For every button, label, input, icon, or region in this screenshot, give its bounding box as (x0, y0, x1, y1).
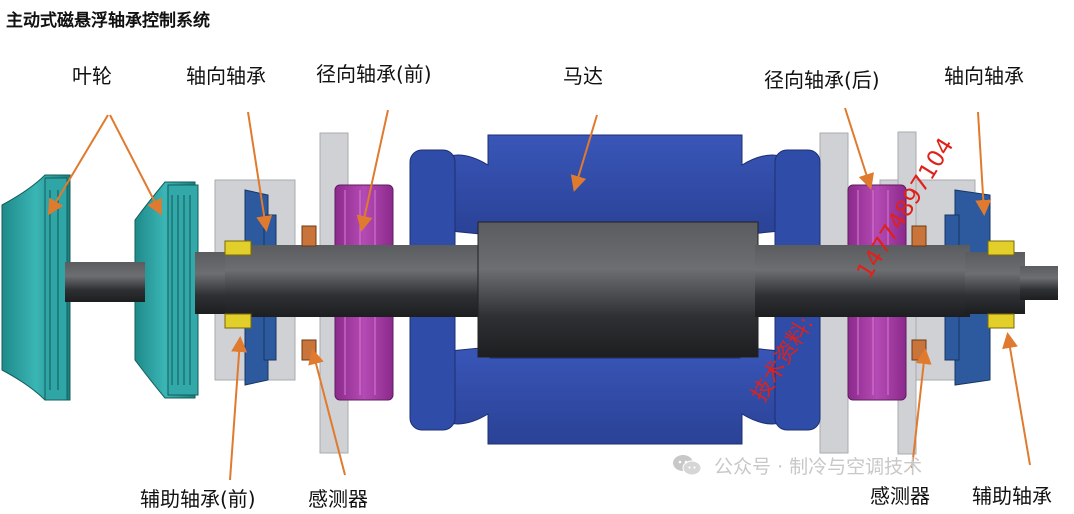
aux-bearing-bodies (224, 240, 1015, 329)
label-radial-bearing-front: 径向轴承(前) (316, 62, 432, 86)
wechat-icon (672, 453, 702, 482)
sensor-front-arrow (308, 348, 346, 476)
sensor-rear-arrow (911, 348, 932, 469)
label-axial-bearing-front: 轴向轴承 (186, 64, 266, 88)
label-radial-bearing-rear: 径向轴承(后) (764, 68, 880, 92)
aux-front-arrow (229, 336, 248, 481)
label-aux-bearing-rear: 辅助轴承 (972, 484, 1052, 508)
impeller-body (1, 174, 199, 401)
radial-front-arrow (356, 109, 389, 232)
footer-watermark: 公众号 · 制冷与空调技术 (672, 452, 922, 482)
axial-rear-arrow (975, 111, 992, 216)
label-aux-bearing-front: 辅助轴承(前) (140, 487, 256, 511)
impeller-arrow-1 (47, 114, 109, 216)
radial-rear-arrow (844, 107, 874, 190)
aux-rear-arrow (1002, 332, 1031, 466)
impeller-arrow-2 (109, 114, 162, 216)
footer-text: 公众号 · 制冷与空调技术 (714, 456, 923, 478)
label-sensor-rear: 感测器 (870, 484, 930, 508)
label-motor: 马达 (563, 64, 603, 88)
label-axial-bearing-rear: 轴向轴承 (944, 64, 1024, 88)
label-sensor-front: 感测器 (308, 487, 368, 511)
motor-arrow (570, 114, 598, 192)
diagram-title: 主动式磁悬浮轴承控制系统 (6, 11, 210, 31)
rotor-shaft (65, 221, 1058, 358)
leader-arrows (47, 107, 1031, 481)
label-impeller: 叶轮 (72, 64, 112, 88)
axial-front-arrow (247, 111, 273, 232)
